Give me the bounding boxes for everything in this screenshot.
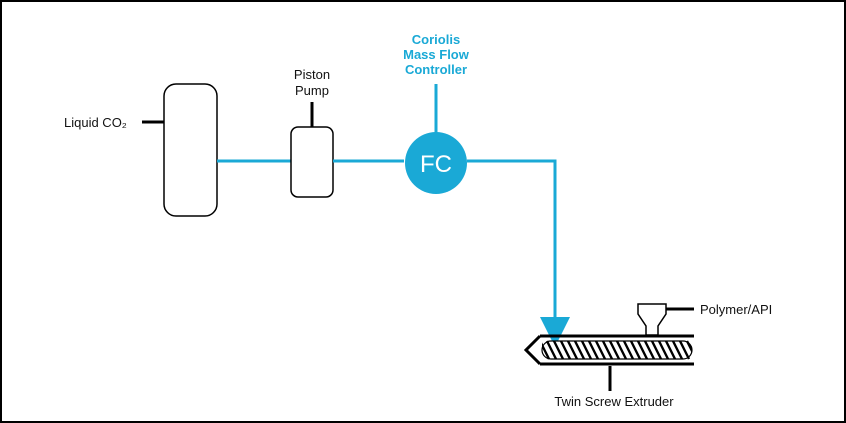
- fc-controller: [405, 132, 467, 194]
- extruder-screw-flights: [542, 340, 710, 360]
- screw-flight: [587, 340, 600, 360]
- screw-flight: [542, 342, 551, 360]
- extruder-hopper: [637, 303, 667, 336]
- screw-flight: [615, 340, 628, 360]
- extruder-die-end: [523, 334, 542, 366]
- polymer-api-label: Polymer/API: [700, 302, 772, 317]
- screw-flight: [650, 340, 663, 360]
- coriolis-label-line2: Mass Flow: [403, 47, 470, 62]
- screw-flight: [671, 340, 684, 360]
- fc-label: FC: [420, 151, 452, 178]
- screw-flight: [601, 340, 614, 360]
- screw-flight: [566, 340, 579, 360]
- screw-flight: [545, 340, 558, 360]
- screw-flight: [559, 340, 572, 360]
- screw-flight: [552, 340, 565, 360]
- screw-flight: [573, 340, 586, 360]
- screw-flight: [608, 340, 621, 360]
- coriolis-label-line1: Coriolis: [412, 32, 460, 47]
- screw-flight: [629, 340, 642, 360]
- flow-line-fc-to-extruder: [467, 159, 570, 347]
- coriolis-label-line3: Controller: [405, 62, 467, 77]
- screw-flight: [657, 340, 670, 360]
- liquid-co2-label: Liquid CO₂: [64, 115, 127, 130]
- screw-flight: [685, 340, 692, 354]
- piston-pump-label-line2: Pump: [295, 83, 329, 98]
- twin-screw-extruder-label: Twin Screw Extruder: [554, 394, 674, 409]
- screw-flight: [580, 340, 593, 360]
- screw-flight: [701, 341, 710, 359]
- piston-pump: [290, 126, 334, 198]
- screw-flight: [622, 340, 635, 360]
- piston-pump-label-line1: Piston: [294, 67, 330, 82]
- twin-screw-extruder: [523, 334, 710, 391]
- co2-tank: [163, 83, 218, 217]
- screw-flight: [594, 340, 607, 360]
- screw-flight: [694, 341, 703, 359]
- screw-flight: [643, 340, 656, 360]
- screw-flight: [664, 340, 677, 360]
- screw-flight: [636, 340, 649, 360]
- screw-flight: [678, 340, 691, 360]
